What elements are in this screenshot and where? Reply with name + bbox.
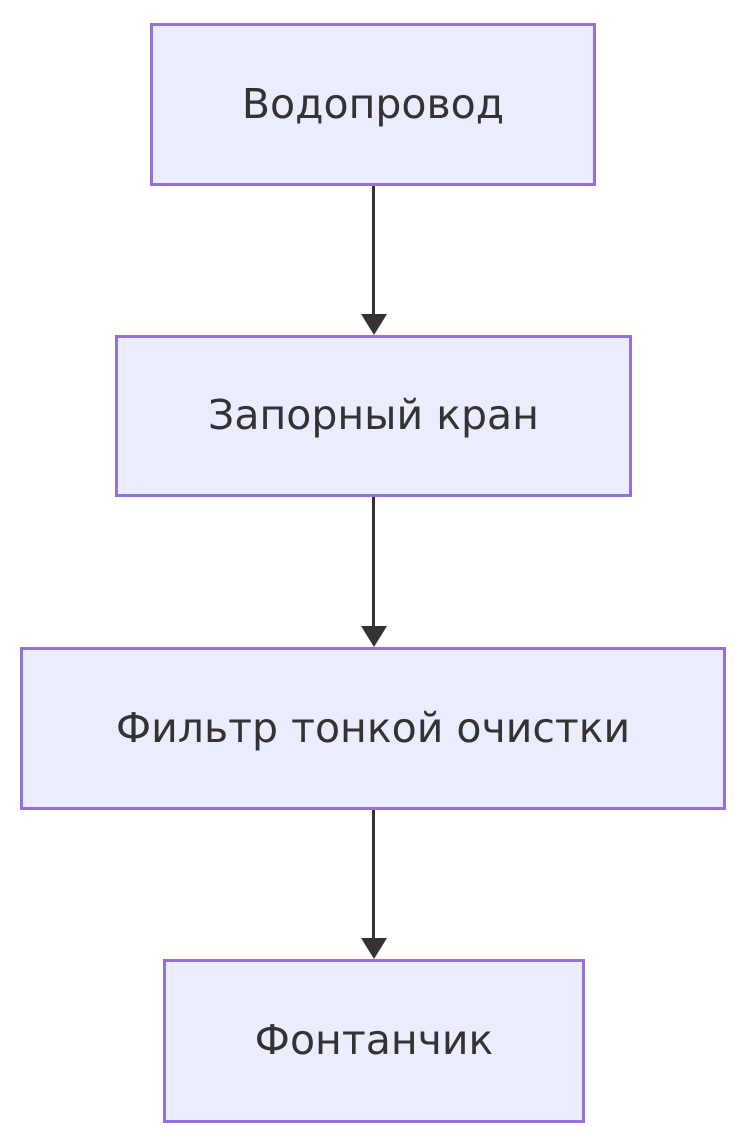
node-fine-filter: Фильтр тонкой очистки: [20, 647, 726, 810]
node-drinking-fountain-label: Фонтанчик: [254, 1016, 494, 1065]
arrowhead-down-icon: [360, 626, 387, 647]
node-drinking-fountain: Фонтанчик: [163, 959, 585, 1123]
arrow-line: [372, 186, 375, 314]
node-fine-filter-label: Фильтр тонкой очистки: [115, 703, 631, 752]
node-water-supply-label: Водопровод: [241, 79, 505, 128]
arrow-line: [372, 497, 375, 626]
node-shutoff-valve-label: Запорный кран: [208, 391, 539, 440]
node-water-supply: Водопровод: [150, 23, 596, 186]
arrowhead-down-icon: [360, 938, 387, 959]
node-shutoff-valve: Запорный кран: [115, 335, 632, 497]
edge-water-supply-to-valve: [360, 186, 387, 335]
arrow-line: [372, 810, 375, 938]
arrowhead-down-icon: [360, 314, 387, 335]
edge-filter-to-fountain: [360, 810, 387, 959]
edge-valve-to-filter: [360, 497, 387, 647]
